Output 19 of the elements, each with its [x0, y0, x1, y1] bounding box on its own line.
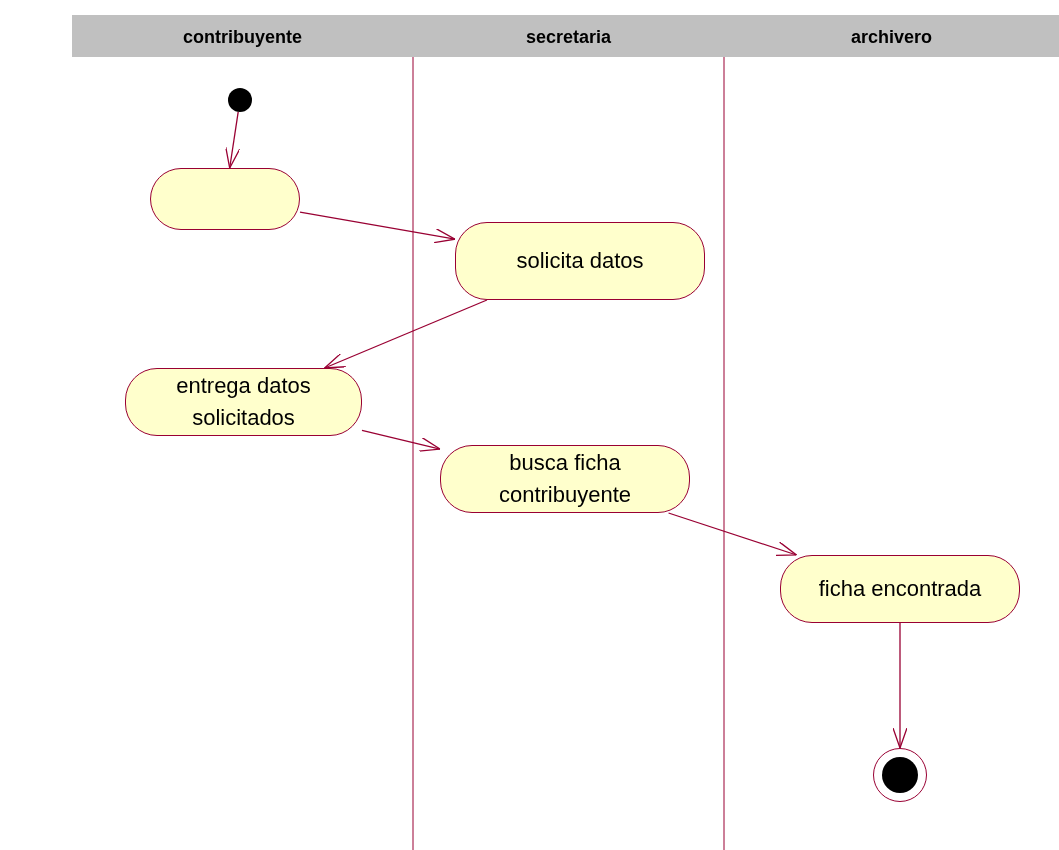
swimlane-title: contribuyente	[182, 26, 303, 49]
swimlane-title: archivero	[849, 26, 933, 49]
arrow	[299, 211, 456, 244]
arrow	[667, 512, 798, 557]
activity-state	[440, 445, 690, 513]
start-node	[228, 88, 252, 112]
activity-state	[125, 368, 362, 436]
activity-state	[780, 555, 1020, 623]
activity-label: solicita datos	[516, 247, 644, 275]
activity-label: entrega datos solicitados	[175, 372, 312, 432]
swimlane-title: secretaria	[524, 26, 613, 49]
arrow	[225, 111, 241, 169]
activity-state	[455, 222, 705, 300]
end-node	[873, 748, 927, 802]
arrow	[361, 429, 441, 452]
activity-label: ficha encontrada	[818, 575, 982, 603]
activity-label: busca ficha contribuyente	[497, 449, 633, 509]
arrow	[324, 299, 488, 369]
arrow	[892, 622, 908, 749]
